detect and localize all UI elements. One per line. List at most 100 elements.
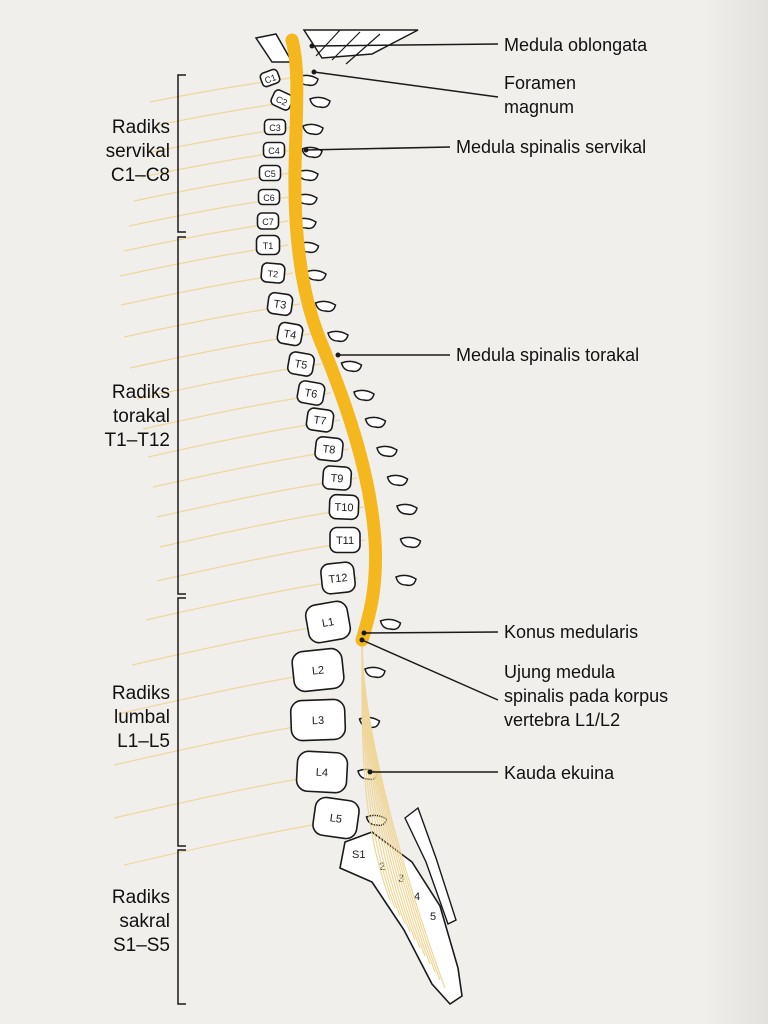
section-lumbal-line1: Radiks xyxy=(111,683,170,704)
section-lumbal-line2: lumbal xyxy=(114,707,170,728)
spinous-process xyxy=(395,574,417,587)
vertebral-body xyxy=(321,465,353,491)
vertebral-body xyxy=(329,526,361,554)
vertebra-label: T2 xyxy=(267,269,278,280)
spinous-process xyxy=(353,389,375,402)
vertebra-c1: C1 xyxy=(259,68,281,88)
cauda-strand xyxy=(361,639,446,989)
vertebra-label: T3 xyxy=(273,298,287,312)
section-label-lumbal: Radiks lumbal L1–L5 xyxy=(112,682,170,754)
section-sakral-line1: Radiks xyxy=(111,887,170,908)
vertebral-body xyxy=(289,698,347,742)
vertebra-label: T9 xyxy=(330,473,344,486)
vertebra-c3: C3 xyxy=(263,118,287,136)
vertebra-t9: T9 xyxy=(321,465,353,491)
vertebra-l4: L4 xyxy=(295,750,349,794)
section-torakal-line2: torakal xyxy=(112,406,170,427)
vertebra-label: C7 xyxy=(262,217,274,227)
label-ujung-line3: vertebra L1/L2 xyxy=(504,710,621,730)
vertebra-label: C4 xyxy=(268,146,280,156)
vertebra-c7: C7 xyxy=(256,212,280,230)
leader-dot xyxy=(367,769,373,775)
vertebral-body xyxy=(295,750,349,794)
label-foramen: Foramen xyxy=(504,73,577,93)
vertebral-body xyxy=(286,351,316,377)
vertebra-label: L5 xyxy=(329,812,343,826)
sacral-label: 5 xyxy=(430,911,436,923)
leader-dot xyxy=(309,43,315,49)
vertebra-t10: T10 xyxy=(328,493,360,521)
vertebra-label: L2 xyxy=(311,664,324,677)
vertebral-body xyxy=(262,141,286,159)
leader-line xyxy=(311,43,499,47)
vertebra-label: T12 xyxy=(328,572,348,586)
spinous-process xyxy=(302,123,324,136)
leader-line xyxy=(363,631,499,634)
vertebra-label: C6 xyxy=(263,193,275,203)
section-torakal-line3: T1–T12 xyxy=(104,430,170,451)
vertebral-body xyxy=(257,188,281,206)
section-label-servikal: Radiks servikal C1–C8 xyxy=(106,116,170,188)
section-servikal-line3: C1–C8 xyxy=(110,165,170,186)
label-konus-medularis: Konus medularis xyxy=(504,622,639,642)
label-medula-spinalis-torakal: Medula spinalis torakal xyxy=(456,345,640,365)
vertebral-body xyxy=(291,647,345,693)
vertebra-label: C3 xyxy=(269,123,281,133)
vertebral-body xyxy=(305,407,335,433)
label-leader-lines xyxy=(177,43,499,1005)
vertebra-label: T10 xyxy=(334,502,353,515)
section-servikal-line2: servikal xyxy=(105,141,170,162)
sacral-label: S1 xyxy=(352,849,365,861)
vertebral-body xyxy=(320,561,356,595)
vertebra-label: T1 xyxy=(263,241,274,251)
spinous-process xyxy=(305,269,327,282)
vertebra-t6: T6 xyxy=(296,380,326,406)
spinous-process xyxy=(297,169,319,182)
section-bracket xyxy=(177,236,186,595)
spinous-process xyxy=(379,618,402,631)
vertebra-t1: T1 xyxy=(255,234,281,256)
vertebral-body xyxy=(258,164,282,182)
leader-line xyxy=(361,639,499,701)
vertebral-body xyxy=(304,600,352,644)
skull-base-right xyxy=(302,29,419,59)
vertebral-body xyxy=(328,493,360,521)
vertebra-label: T5 xyxy=(293,358,308,372)
vertebral-body xyxy=(266,291,294,317)
leader-dot xyxy=(335,352,341,358)
vertebra-label: T4 xyxy=(282,328,297,342)
leader-line xyxy=(313,71,499,98)
vertebra-label: T6 xyxy=(303,387,318,401)
vertebral-body xyxy=(296,380,326,406)
label-magnum: magnum xyxy=(504,97,575,117)
vertebra-t3: T3 xyxy=(266,291,294,317)
label-ujung-line1: Ujung medula xyxy=(504,662,616,682)
vertebra-l3: L3 xyxy=(289,698,347,742)
vertebral-body xyxy=(276,321,304,347)
sacral-label: 4 xyxy=(414,891,420,903)
vertebra-t7: T7 xyxy=(305,407,335,433)
spinous-process xyxy=(399,536,422,549)
vertebral-column: C1C2C3C4C5C6C7T1T2T3T4T5T6T7T8T9T10T11T1… xyxy=(254,29,463,1006)
spinous-process xyxy=(314,300,337,313)
vertebra-l2: L2 xyxy=(291,647,345,693)
spinous-process xyxy=(364,416,387,429)
vertebra-label: C1 xyxy=(263,72,277,85)
section-sakral-line3: S1–S5 xyxy=(112,935,170,956)
vertebra-label: L4 xyxy=(316,767,329,780)
vertebral-body xyxy=(263,118,287,136)
vertebral-body xyxy=(256,212,280,230)
vertebra-label: T7 xyxy=(313,414,327,428)
vertebra-l1: L1 xyxy=(304,600,352,644)
spinous-process xyxy=(386,474,409,487)
sacral-label: 3 xyxy=(398,873,404,885)
section-label-torakal: Radiks torakal T1–T12 xyxy=(105,381,170,453)
section-torakal-line1: Radiks xyxy=(111,382,170,403)
vertebra-t5: T5 xyxy=(286,351,316,377)
vertebra-l5: L5 xyxy=(312,796,360,840)
vertebra-t4: T4 xyxy=(276,321,304,347)
spinous-process xyxy=(396,503,418,516)
vertebra-t8: T8 xyxy=(314,435,344,463)
